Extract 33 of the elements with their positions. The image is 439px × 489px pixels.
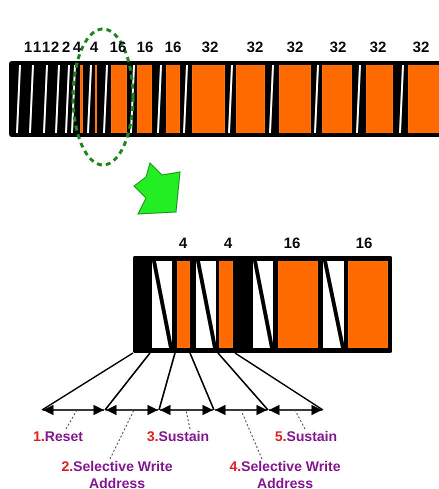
duration-number: 4 [178, 236, 188, 252]
leader-line [66, 410, 78, 430]
duration-number: 32 [370, 40, 386, 56]
duration-number: 1 [32, 40, 42, 56]
dimension-line [217, 352, 324, 416]
leader-line [110, 410, 134, 460]
leader-line [186, 410, 190, 430]
duration-number: 1 [42, 40, 50, 56]
duration-number: 32 [286, 40, 304, 56]
duration-number: 32 [412, 40, 430, 56]
duration-number: 16 [284, 236, 300, 252]
duration-number: 4 [90, 40, 98, 56]
duration-number: 32 [246, 40, 264, 56]
duration-number: 1 [24, 40, 32, 56]
duration-number: 16 [110, 40, 126, 56]
leader-line [240, 410, 262, 460]
dimension-line [158, 352, 215, 416]
duration-number: 16 [356, 236, 372, 252]
duration-number: 4 [224, 236, 232, 252]
leader-line [294, 410, 306, 430]
duration-number: 32 [202, 40, 218, 56]
duration-number: 2 [50, 40, 60, 56]
phase-label: 5.Sustain [261, 428, 351, 445]
duration-number: 16 [164, 40, 182, 56]
duration-number: 16 [136, 40, 154, 56]
phase-label: 2.Selective Write Address [47, 458, 187, 489]
dimension-line [189, 352, 269, 416]
phase-label: 1.Reset [18, 428, 98, 445]
duration-number: 2 [62, 40, 70, 56]
phase-label: 4.Selective Write Address [215, 458, 355, 489]
phase-label: 3.Sustain [133, 428, 223, 445]
duration-number: 32 [330, 40, 346, 56]
duration-number: 4 [72, 40, 82, 56]
